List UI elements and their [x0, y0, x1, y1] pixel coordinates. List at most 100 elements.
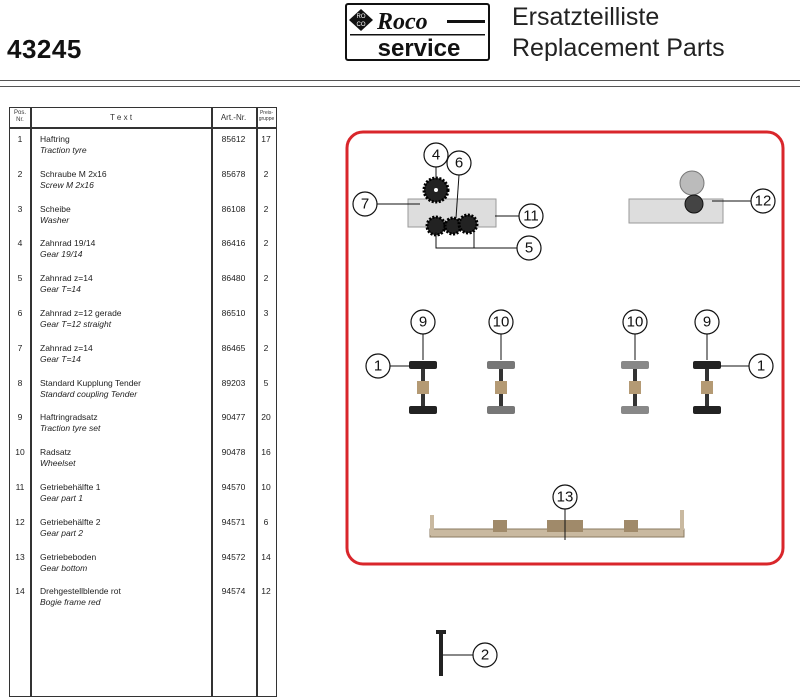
- part-position: 10: [15, 447, 25, 458]
- part-name-german: Schraube M 2x16: [40, 168, 107, 179]
- model-number: 43245: [7, 34, 82, 64]
- callout-circle: [352, 191, 378, 217]
- wheelset-illustrations: [409, 361, 721, 414]
- price-group: 12: [261, 586, 271, 597]
- callout-label: 10: [627, 314, 644, 331]
- header-divider: [10, 127, 276, 129]
- price-group: 2: [263, 273, 269, 284]
- gear-bottom-illustration: [429, 510, 685, 538]
- header-rule-bottom: [0, 86, 800, 87]
- callout-circle: [446, 150, 472, 176]
- highlight-frame: [345, 130, 785, 566]
- callout-circle: [410, 309, 436, 335]
- part-position: 6: [17, 308, 23, 318]
- part-name-english: Traction tyre: [40, 145, 87, 155]
- part-position: 8: [17, 377, 23, 388]
- wheelset-illustration: [409, 361, 437, 414]
- callout-2: 2: [472, 642, 498, 668]
- callout-circle: [365, 353, 391, 379]
- part-name-german: Getriebeboden: [40, 551, 97, 562]
- part-name-german: Zahnrad z=12 gerade: [40, 308, 122, 318]
- wheelset-illustration: [487, 361, 515, 414]
- callout-13: 13: [552, 484, 578, 510]
- part-position: 11: [15, 482, 25, 492]
- price-group: 2: [263, 238, 269, 249]
- callout-9: 9: [694, 309, 720, 335]
- header-group: Preis- gruppe: [258, 110, 275, 122]
- callout-circle: [488, 309, 514, 335]
- svg-text:CO: CO: [357, 22, 366, 28]
- part-name-english: Screw M 2x16: [40, 179, 94, 190]
- part-name-german: Scheibe: [40, 203, 71, 214]
- part-name-english: Gear 19/14: [40, 249, 83, 260]
- part-position: 9: [17, 412, 23, 423]
- article-number: 86108: [221, 203, 246, 214]
- part-position: 2: [17, 168, 23, 179]
- part-position: 13: [15, 551, 25, 562]
- callout-10: 10: [488, 309, 514, 335]
- leader-lines: [377, 167, 751, 656]
- part-name-english: Washer: [40, 214, 70, 225]
- price-group: 2: [263, 168, 269, 179]
- column-divider: [256, 108, 258, 696]
- callout-label: 12: [755, 193, 772, 210]
- part-name-german: Radsatz: [40, 447, 72, 458]
- callout-circle: [748, 353, 774, 379]
- callout-circle: [423, 142, 449, 168]
- screw-illustration: [436, 630, 446, 676]
- article-number: 85612: [221, 134, 246, 144]
- part-name-german: Getriebehälfte 2: [40, 516, 101, 527]
- article-number: 86465: [221, 342, 246, 353]
- callout-4: 4: [423, 142, 449, 168]
- article-number: 86416: [221, 238, 246, 249]
- header-rule-top: [0, 80, 800, 81]
- article-number: 89203: [221, 377, 246, 388]
- part-name-english: Standard coupling Tender: [40, 388, 138, 399]
- part-name-german: Haftringradsatz: [40, 412, 98, 423]
- callout-circle: [694, 309, 720, 335]
- title-english: Replacement Parts: [512, 34, 725, 62]
- price-group: 2: [263, 342, 269, 353]
- callout-circle: [516, 235, 542, 261]
- column-divider: [30, 108, 32, 696]
- callout-label: 6: [455, 155, 463, 172]
- part-name-german: Zahnrad z=14: [40, 342, 93, 353]
- article-number: 94570: [221, 482, 246, 492]
- part-name-english: Gear T=14: [40, 353, 81, 364]
- article-number: 85678: [221, 168, 246, 179]
- wheelset-illustration: [621, 361, 649, 414]
- callout-circle: [472, 642, 498, 668]
- part-position: 5: [17, 273, 23, 284]
- part-name-english: Bogie frame red: [40, 597, 101, 608]
- gear-assembly-illustration: [407, 176, 497, 237]
- price-group: 2: [263, 203, 269, 214]
- header-art: Art.-Nr.: [220, 113, 247, 122]
- part-position: 3: [17, 203, 23, 214]
- title-german: Ersatzteilliste: [512, 3, 660, 31]
- part-name-english: Gear part 2: [40, 527, 83, 538]
- callout-label: 11: [523, 208, 539, 225]
- callout-circle: [750, 188, 776, 214]
- callout-label: 5: [525, 240, 533, 257]
- part-position: 4: [17, 238, 23, 249]
- callout-label: 9: [703, 314, 711, 331]
- roco-service-logo: RO CO Roco service: [345, 3, 490, 61]
- part-name-german: Zahnrad z=14: [40, 273, 93, 284]
- callout-label: 7: [361, 196, 369, 213]
- part-name-german: Zahnrad 19/14: [40, 238, 96, 249]
- price-group: 6: [263, 516, 269, 527]
- article-number: 86480: [221, 273, 246, 284]
- price-group: 16: [261, 447, 271, 458]
- callout-12: 12: [750, 188, 776, 214]
- part-position: 1: [17, 134, 23, 144]
- callout-6: 6: [446, 150, 472, 176]
